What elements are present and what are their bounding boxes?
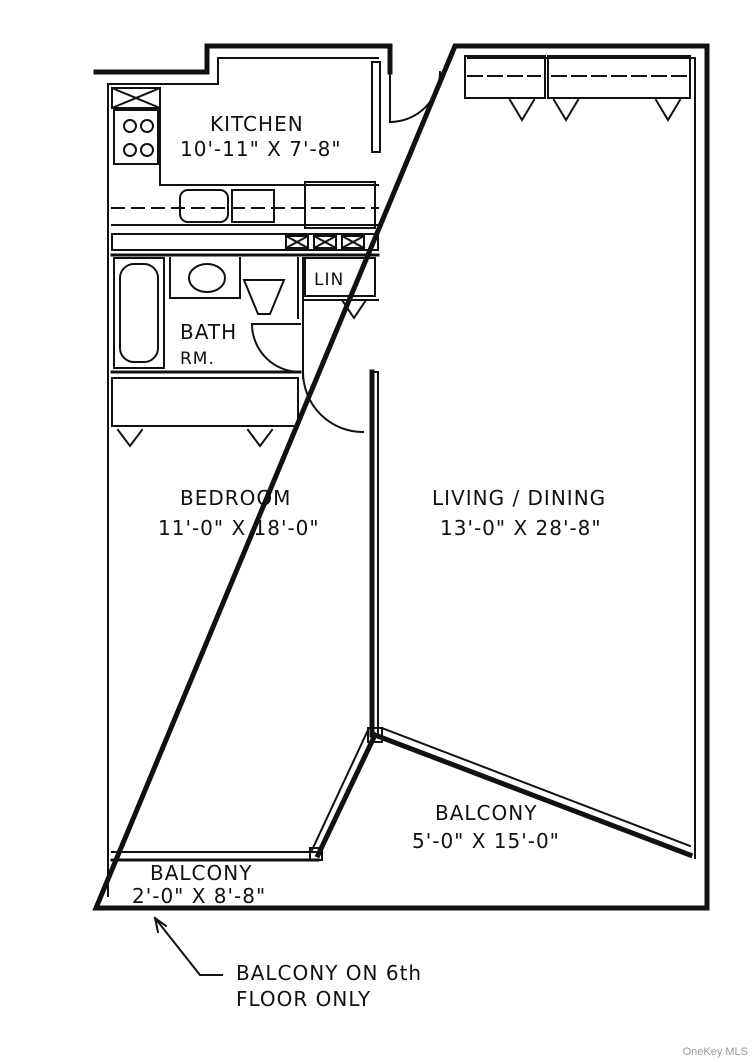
note-line2: FLOOR ONLY — [236, 987, 371, 1011]
bedroom-door — [301, 370, 365, 434]
linen-label: LIN — [314, 270, 344, 290]
bath-label-line2: RM. — [180, 349, 215, 369]
balcony-walls — [110, 726, 694, 862]
toilet — [188, 263, 226, 293]
kitchen-fixtures — [110, 61, 381, 251]
stove — [113, 109, 159, 165]
bath-label: BATH — [180, 320, 237, 344]
bedroom-label: BEDROOM — [180, 486, 291, 510]
exterior-wall-inner-line — [107, 57, 696, 897]
bedroom-dims: 11'-0" X 18'-0" — [158, 516, 320, 540]
balcony-small-dims: 2'-0" X 8'-8" — [132, 884, 266, 908]
living-closets — [464, 55, 691, 122]
linen-closet — [304, 257, 379, 320]
note-line1: BALCONY ON 6th — [236, 961, 422, 985]
entry-door — [388, 70, 442, 124]
balcony-large-label: BALCONY — [435, 801, 537, 825]
bathtub — [113, 257, 165, 369]
balcony-large-dims: 5'-0" X 15'-0" — [412, 829, 560, 853]
balcony-small-label: BALCONY — [150, 861, 252, 885]
note-arrow — [153, 916, 223, 976]
exterior-walls — [92, 43, 710, 911]
bathroom-fixtures — [110, 253, 380, 374]
vanity — [242, 279, 286, 315]
partition-wall — [369, 369, 379, 738]
kitchen-dims: 10'-11" X 7'-8" — [180, 137, 342, 161]
bedroom-closet — [111, 377, 299, 448]
living-label: LIVING / DINING — [432, 486, 606, 510]
refrigerator — [304, 181, 376, 229]
living-dims: 13'-0" X 28'-8" — [440, 516, 602, 540]
kitchen-label: KITCHEN — [210, 112, 304, 136]
sink — [179, 189, 229, 223]
watermark-credit: OneKey MLS — [682, 1046, 748, 1058]
